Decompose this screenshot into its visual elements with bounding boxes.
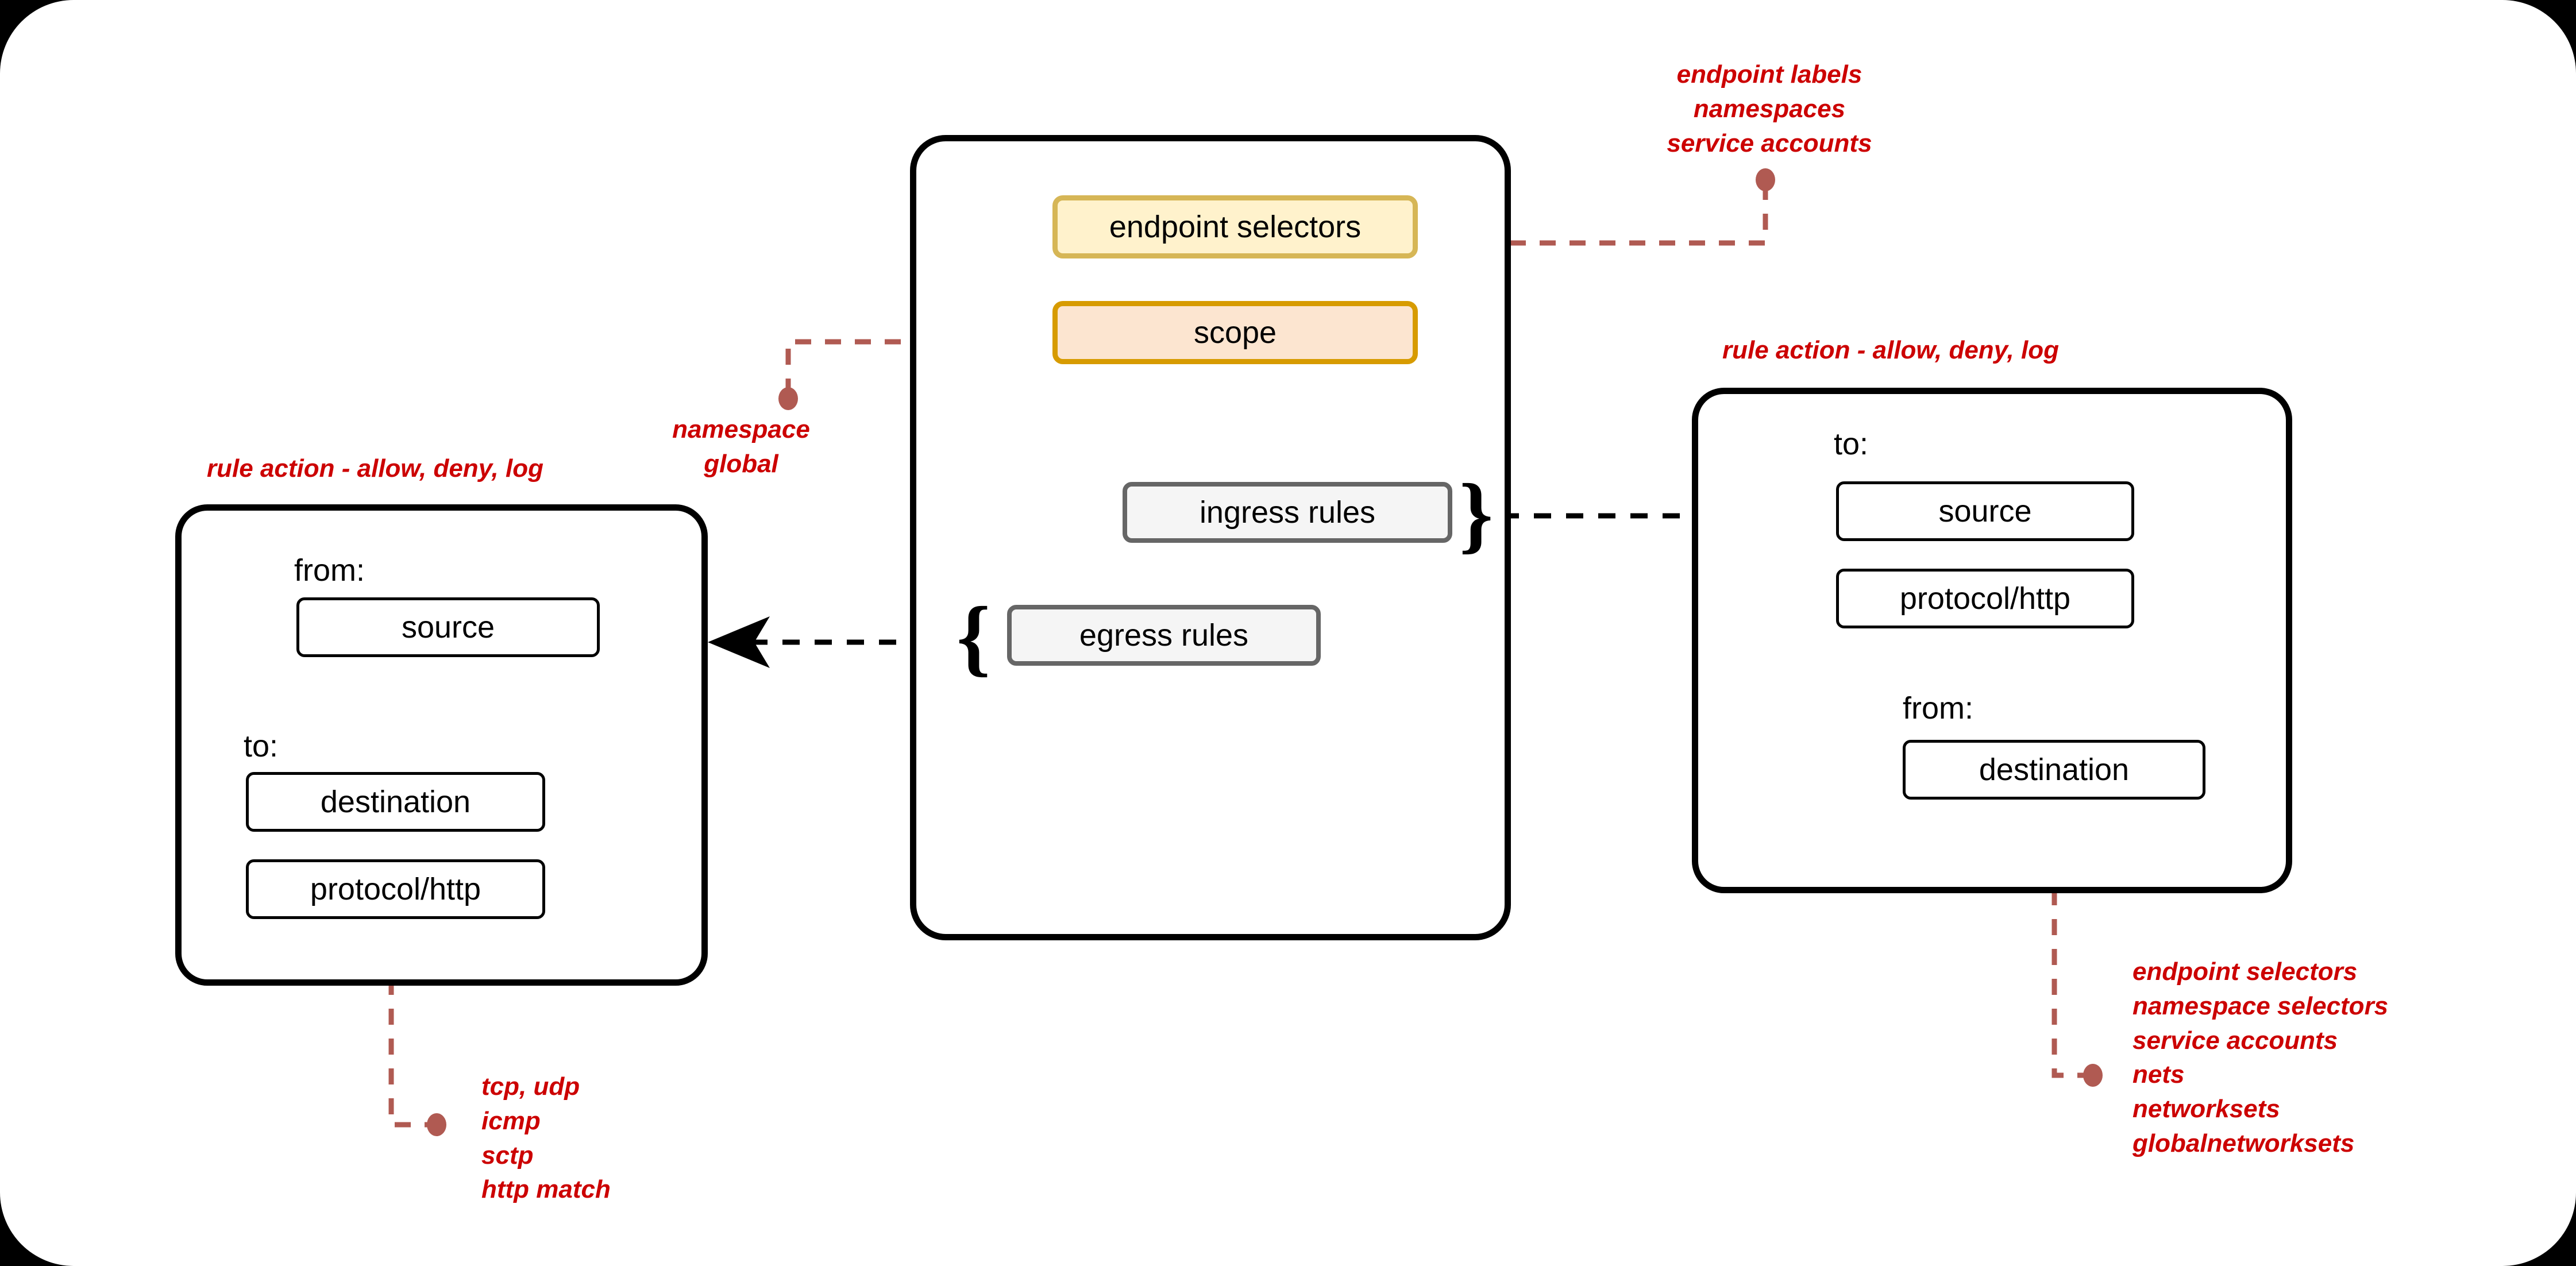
ingress-rules-box[interactable]: ingress rules — [1123, 482, 1452, 543]
right-destination-box[interactable]: destination — [1903, 740, 2205, 800]
connector-dot-namespace-global — [778, 387, 798, 410]
selectors-list-annotation: endpoint selectors namespace selectors ser… — [2132, 955, 2569, 1161]
ingress-brace: } — [1459, 466, 1494, 562]
connector-dot-protocols — [427, 1113, 446, 1136]
annotation-line: namespace — [672, 415, 810, 443]
annotation-line: sctp — [481, 1141, 534, 1169]
right-protocol-box[interactable]: protocol/http — [1836, 569, 2134, 628]
annotation-line: globalnetworksets — [2132, 1129, 2355, 1158]
protocols-annotation: tcp, udp icmp sctp http match — [481, 1070, 780, 1207]
egress-rule-panel — [175, 504, 708, 986]
right-source-box[interactable]: source — [1836, 481, 2134, 541]
connector-dot-endpoint-labels — [1756, 168, 1775, 191]
annotation-line: service accounts — [2132, 1026, 2338, 1055]
connector-dot-selectors-list — [2083, 1064, 2103, 1087]
left-from-label: from: — [294, 553, 365, 588]
left-protocol-box[interactable]: protocol/http — [246, 859, 545, 919]
left-source-box[interactable]: source — [296, 597, 600, 657]
annotation-line: networksets — [2132, 1095, 2280, 1124]
annotation-line: namespace selectors — [2132, 991, 2389, 1020]
namespace-global-annotation: namespace global — [597, 412, 885, 481]
annotation-line: icmp — [481, 1106, 541, 1135]
annotation-line: nets — [2132, 1060, 2185, 1089]
annotation-line: endpoint selectors — [2132, 958, 2358, 986]
right-to-label: to: — [1834, 427, 1869, 461]
annotation-line: endpoint labels — [1676, 60, 1862, 88]
egress-brace: { — [957, 589, 991, 685]
egress-rules-box[interactable]: egress rules — [1007, 605, 1321, 666]
endpoint-labels-annotation: endpoint labels namespaces service account… — [1586, 57, 1953, 160]
annotation-line: http match — [481, 1175, 611, 1204]
scope-box[interactable]: scope — [1052, 301, 1418, 364]
annotation-line: namespaces — [1693, 94, 1846, 123]
left-to-label: to: — [244, 729, 279, 763]
endpoint-selectors-box[interactable]: endpoint selectors — [1052, 195, 1418, 258]
annotation-line: tcp, udp — [481, 1072, 580, 1101]
left-destination-box[interactable]: destination — [246, 772, 545, 832]
annotation-line: global — [704, 449, 778, 478]
right-panel-rule-action-annotation: rule action - allow, deny, log — [1722, 336, 2059, 364]
annotation-line: service accounts — [1667, 129, 1872, 157]
left-panel-rule-action-annotation: rule action - allow, deny, log — [207, 454, 543, 483]
right-from-label: from: — [1903, 691, 1974, 725]
ingress-rule-panel — [1692, 388, 2292, 893]
